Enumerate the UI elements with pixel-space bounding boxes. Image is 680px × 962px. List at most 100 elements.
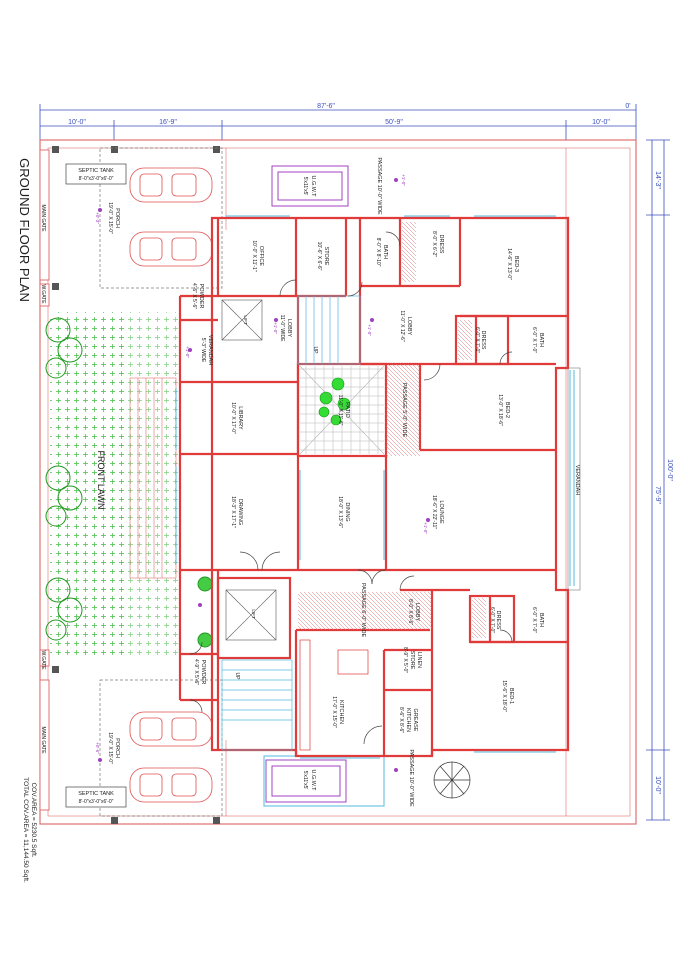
page-title: GROUND FLOOR PLAN xyxy=(17,158,32,302)
verandah-top-label: VERANDAH xyxy=(207,335,213,366)
lobby-right-size: 11'-0" X 12'-6" xyxy=(399,310,405,341)
lift-shafts xyxy=(221,299,277,641)
level-g: +0'-6" xyxy=(95,742,100,754)
bed2-label: BED-2 xyxy=(504,402,510,418)
ugwt-top-size: 5'x11'x5' xyxy=(302,177,308,196)
windows xyxy=(175,215,575,759)
dress-closet-top xyxy=(402,222,416,282)
lift-top-label: LIFT xyxy=(243,315,248,325)
patio-label: PATIO xyxy=(344,402,350,418)
car-drawings xyxy=(129,167,213,803)
gates xyxy=(39,149,50,811)
ugwt-low-size: 5'x11'x5' xyxy=(302,771,308,790)
grease-kitchen-label: KITCHEN xyxy=(405,708,411,732)
bed3-size: 14'-6" X 13'-0" xyxy=(506,248,512,280)
ugwt-low-label: U.G.W.T xyxy=(310,769,316,791)
lobby-low-size: 8'-0" X 8'-6" xyxy=(407,599,413,625)
store-label: STORE xyxy=(323,247,329,266)
seg4-dim: 10'-0" xyxy=(592,119,610,126)
dress-mid-label: DRESS xyxy=(480,331,486,350)
linen-label: LINEN xyxy=(416,652,422,668)
bed1-label: BED-1 xyxy=(508,688,514,704)
septic-top-size: 8'-0"x3'-0"x6'-0" xyxy=(79,176,114,182)
overall-depth-dim: 100'-0" xyxy=(666,459,673,481)
lobby-right-label: LOBBY xyxy=(406,317,412,336)
dress-mid-size: 6'-0" X 7'-0" xyxy=(474,327,480,353)
kitchen-counter xyxy=(299,639,369,751)
bed3-label: BED-3 xyxy=(513,256,519,272)
lounge-size: 18'-6" X 22'-11" xyxy=(431,495,437,529)
drawing-size: 18'-3" X 17'-1" xyxy=(230,496,236,528)
bath-mid-label: BATH xyxy=(538,333,544,347)
lounge-label: LOUNGE xyxy=(438,500,444,524)
seg1-dim: 10'-0" xyxy=(68,119,86,126)
ugwt-top-label: U.G.W.T xyxy=(310,175,316,197)
front-lawn-label: FRONT LAWN xyxy=(96,450,106,509)
patio-size: 11'-0" X 11'-6" xyxy=(337,395,343,426)
side-top-dim: 14'-3" xyxy=(654,171,661,189)
septic-tanks xyxy=(65,163,127,808)
wicket-gate-top: W.GATE xyxy=(40,284,46,304)
office-size: 10'-0" X 11'-1" xyxy=(251,240,257,271)
septic-top-label: SEPTIC TANK xyxy=(78,168,114,174)
office-label: OFFICE xyxy=(258,246,264,266)
passage-low-hatch xyxy=(298,592,432,630)
drawing-label: DRAWING xyxy=(237,499,243,525)
bath-mid-size: 6'-0" X 7'-0" xyxy=(531,327,537,353)
bath-top-size: 8'-0" X 8'-10" xyxy=(375,238,381,267)
zero-dim: 0' xyxy=(625,103,630,110)
powder-low-size: 4'-9" X 5'-6" xyxy=(193,659,199,685)
bed1-size: 15'-6" X 18'-0" xyxy=(501,680,507,712)
gate-posts xyxy=(52,146,220,824)
level-markers xyxy=(98,178,430,772)
dress-top-label: DRESS xyxy=(438,235,444,254)
trees xyxy=(45,317,213,648)
seg3-dim: 50'-9" xyxy=(385,119,403,126)
linen-store-label: STORE xyxy=(409,651,415,670)
overall-width-dim: 87'-6" xyxy=(317,103,335,110)
powder-low-label: POWDER xyxy=(200,660,206,685)
plot-boundary xyxy=(39,139,637,825)
room-labels: GROUND FLOOR PLAN COV.AREA = 5230.5 Sqft… xyxy=(17,157,580,883)
main-gate-low: MAIN GATE xyxy=(40,726,46,754)
inner-depth-dim: 75'-9" xyxy=(654,486,661,504)
main-gate-top: MAIN GATE xyxy=(40,204,46,232)
bath-low-label: BATH xyxy=(538,613,544,627)
kitchen-label: KITCHEN xyxy=(338,700,344,724)
spiral-stair xyxy=(433,761,471,799)
patio-plants xyxy=(318,377,351,426)
staircase-top xyxy=(297,295,361,365)
porch-top-size: 19'-0" X 15'-0" xyxy=(107,202,113,234)
total-cov-area: TOTAL COV.AREA = 11,144.50 Sqft. xyxy=(22,777,29,883)
verandah-right-outline xyxy=(567,367,581,591)
lobby-low-label: LOBBY xyxy=(414,603,420,622)
porch-top-label: PORCH xyxy=(114,208,120,228)
level-labels: +1'-0" +0'-3" +1'-0" +1'-0" +1'-0" +1'-0… xyxy=(95,174,428,754)
cov-area: COV.AREA = 5230.5 Sqft. xyxy=(30,782,37,857)
library-label: LIBRARY xyxy=(237,406,243,430)
dining-label: DINING xyxy=(344,502,350,521)
powder-top-size: 4'-6" X 5'-6" xyxy=(191,283,197,309)
verandah-top-size: 5'-3" WIDE xyxy=(200,338,206,363)
level-f: +1'-0" xyxy=(423,522,428,534)
lobby-left-size: 11'-0" WIDE xyxy=(279,315,285,342)
passage-mid-hatch xyxy=(386,364,420,456)
wicket-gate-low: W.GATE xyxy=(40,650,46,670)
library-size: 10'-0" X 17'-0" xyxy=(230,402,236,434)
dress-top-size: 8'-0" X 6'-2" xyxy=(431,231,437,257)
powder-top-label: POWDER xyxy=(198,284,204,309)
front-lawn xyxy=(50,312,126,656)
level-e: +1'-0" xyxy=(367,324,372,336)
water-tanks xyxy=(263,165,385,807)
bed2-size: 13'-0" X 18'-6" xyxy=(497,394,503,426)
dining-size: 18'-0" X 13'-6" xyxy=(337,496,343,528)
dress-low-label: DRESS xyxy=(495,611,501,630)
dress-closet-mid xyxy=(458,320,472,360)
building-walls xyxy=(178,216,570,758)
passage-top-label: PASSAGE 10'-0" WIDE xyxy=(376,157,382,215)
level-d: +1'-0" xyxy=(273,322,278,334)
lobby-left-label: LOBBY xyxy=(286,319,292,338)
linen-size: 8'-9" X 5'-0" xyxy=(402,647,408,673)
passage-mid-label: PASSAGE 5'-0" WIDE xyxy=(401,383,407,438)
